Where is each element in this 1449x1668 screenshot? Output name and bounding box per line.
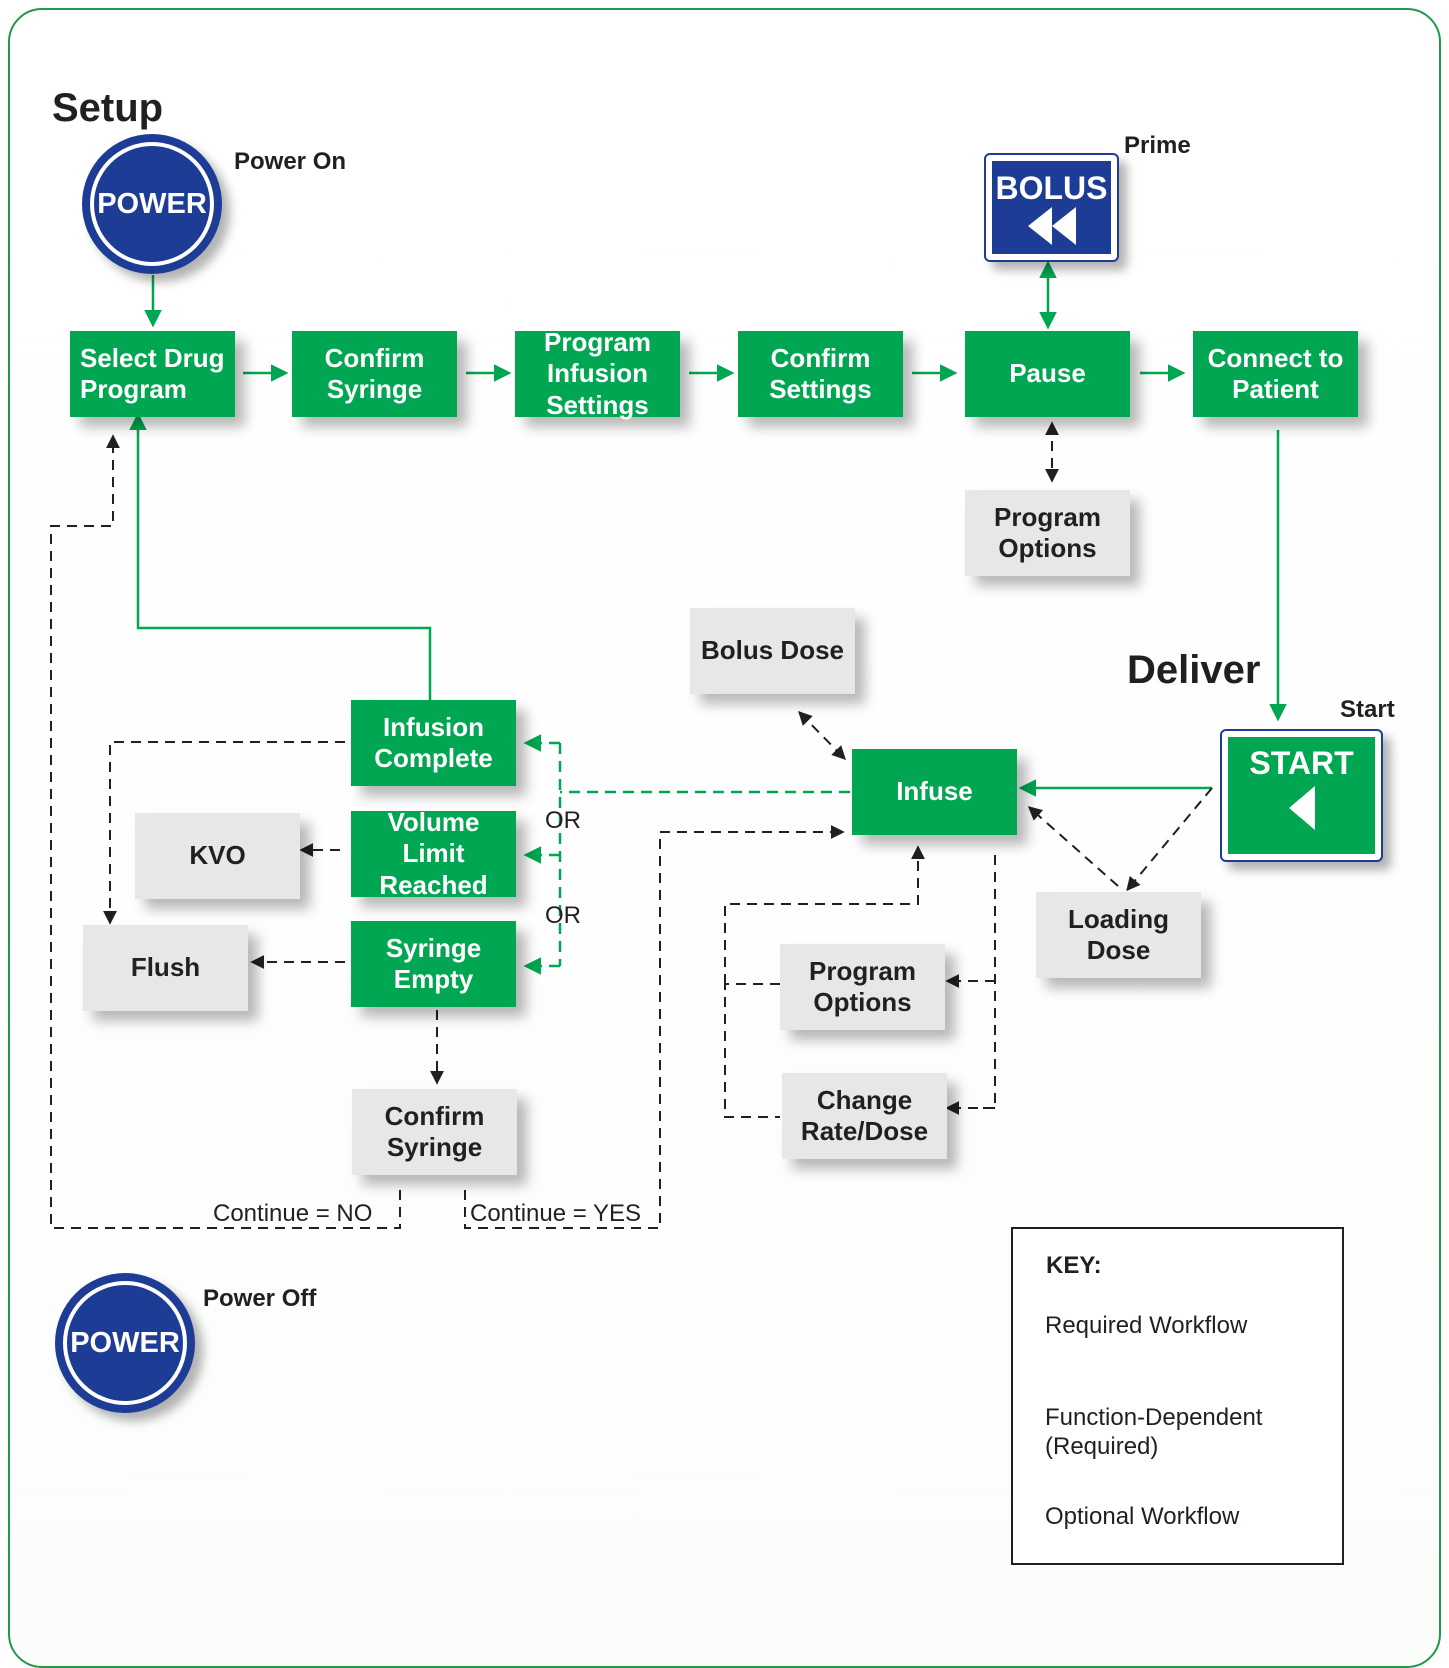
continue-no-label: Continue = NO <box>213 1200 373 1227</box>
dashed-continue-no-loop <box>50 434 401 1229</box>
step-pause[interactable]: Pause <box>965 331 1130 417</box>
setup-heading: Setup <box>52 86 164 130</box>
deliver-heading: Deliver <box>1127 648 1261 692</box>
start-button[interactable]: START <box>1220 729 1383 862</box>
power-on-label: Power On <box>234 148 347 175</box>
power-on-button[interactable]: POWER <box>82 134 222 274</box>
legend-required-label: Required Workflow <box>1045 1312 1248 1339</box>
step-connect-to-patient[interactable]: Connect to Patient <box>1193 331 1358 417</box>
power-off-label: Power Off <box>203 1285 317 1312</box>
option-bolus-dose[interactable]: Bolus Dose <box>690 608 855 694</box>
step-syringe-empty[interactable]: Syringe Empty <box>351 921 516 1007</box>
dashed-bolus-dose-infuse <box>798 710 846 761</box>
dashed-loop-up-to-infuse <box>724 845 925 984</box>
rewind-icon <box>1027 207 1076 245</box>
bolus-button-label: BOLUS <box>995 170 1108 206</box>
legend-function-label: Function-Dependent (Required) <box>1045 1404 1263 1460</box>
dashed-continue-yes-loop <box>464 825 845 1229</box>
or-label-1: OR <box>545 807 581 834</box>
option-change-rate-dose[interactable]: Change Rate/Dose <box>782 1073 947 1159</box>
power-off-button[interactable]: POWER <box>55 1273 195 1413</box>
step-select-drug-program[interactable]: Select Drug Program <box>70 331 235 417</box>
start-button-label: START <box>1249 745 1354 781</box>
step-program-infusion-settings[interactable]: Program Infusion Settings <box>515 327 680 420</box>
step-volume-limit-reached[interactable]: Volume Limit Reached <box>351 807 516 900</box>
option-program-options-pause[interactable]: Program Options <box>965 490 1130 576</box>
step-infuse[interactable]: Infuse <box>852 749 1017 835</box>
option-confirm-syringe[interactable]: Confirm Syringe <box>352 1089 517 1175</box>
dashed-options-back-to-infuse <box>724 983 780 1118</box>
step-confirm-settings[interactable]: Confirm Settings <box>738 331 903 417</box>
or-label-2: OR <box>545 902 581 929</box>
continue-yes-label: Continue = YES <box>470 1200 642 1227</box>
power-off-button-label: POWER <box>63 1281 187 1405</box>
step-confirm-syringe[interactable]: Confirm Syringe <box>292 331 457 417</box>
prime-label: Prime <box>1124 132 1191 159</box>
arrow-infusion-complete-to-select <box>129 412 432 700</box>
start-label: Start <box>1340 696 1395 723</box>
option-program-options-infuse[interactable]: Program Options <box>780 944 945 1030</box>
dashed-loading-infuse <box>1027 806 1119 887</box>
dashed-start-loading <box>1126 787 1213 892</box>
step-infusion-complete[interactable]: Infusion Complete <box>351 700 516 786</box>
left-triangle-icon <box>1288 786 1315 830</box>
legend-optional-label: Optional Workflow <box>1045 1503 1240 1530</box>
option-flush[interactable]: Flush <box>83 925 248 1011</box>
bolus-button[interactable]: BOLUS <box>984 153 1119 262</box>
power-on-button-label: POWER <box>90 142 214 266</box>
legend-title: KEY: <box>1046 1252 1102 1279</box>
option-loading-dose[interactable]: Loading Dose <box>1036 892 1201 978</box>
option-kvo[interactable]: KVO <box>135 813 300 899</box>
legend-box <box>1011 1227 1344 1565</box>
